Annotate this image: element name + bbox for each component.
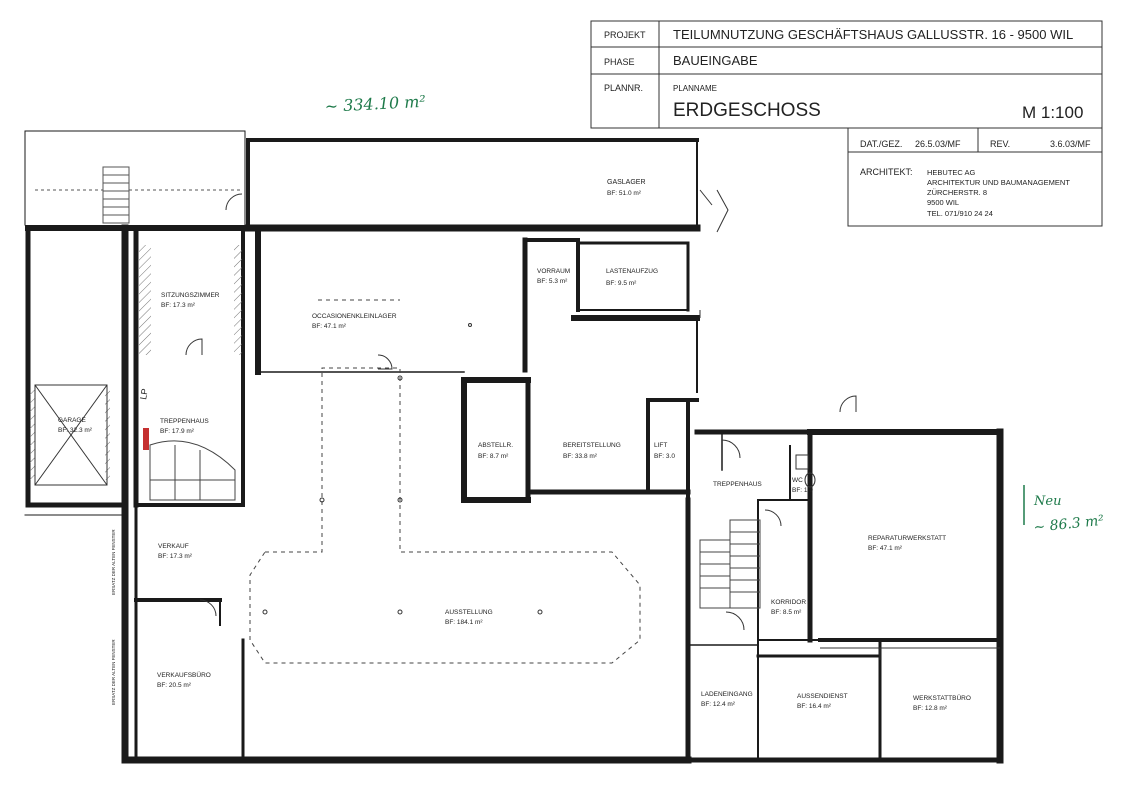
phase-label: PHASE (604, 57, 635, 67)
room-area-vorraum: BF: 5.3 m² (537, 278, 568, 285)
room-area-abstellr: BF: 8.7 m² (478, 453, 509, 460)
outdoor-stair (35, 166, 240, 224)
rev-value: 3.6.03/MF (1050, 139, 1091, 149)
room-name-garage: GARAGE (58, 417, 86, 424)
room-area-ausstellung: BF: 184.1 m² (445, 619, 483, 626)
room-labels: GASLAGER BF: 51.0 m² SITZUNGSZIMMER BF: … (58, 179, 971, 712)
neu-note: Neu (1033, 494, 1061, 509)
scale-value: M 1:100 (1022, 103, 1083, 122)
neu-area-note: ~ 86.3 m² (1033, 513, 1105, 536)
room-name-lift: LIFT (654, 442, 667, 449)
room-area-sitzungszimmer: BF: 17.3 m² (161, 302, 196, 309)
room-name-treppenhaus-left: TREPPENHAUS (160, 418, 209, 425)
architekt-line-4: TEL. 071/910 24 24 (927, 209, 993, 218)
room-area-reparaturwerkstatt: BF: 47.1 m² (868, 545, 903, 552)
room-name-occasionenkleinlager: OCCASIONENKLEINLAGER (312, 313, 397, 320)
doors (185, 189, 857, 631)
room-area-verkaufsbuero: BF: 20.5 m² (157, 682, 192, 689)
windows (699, 310, 1000, 660)
room-name-wc: WC (792, 477, 803, 484)
room-name-verkaufsbuero: VERKAUFSBÜRO (157, 671, 211, 679)
architekt-label: ARCHITEKT: (860, 167, 913, 177)
room-name-ladeneingang: LADENEINGANG (701, 691, 753, 698)
room-name-korridor: KORRIDOR (771, 599, 806, 606)
room-area-occasionenkleinlager: BF: 47.1 m² (312, 323, 347, 330)
lp-note: LP (138, 388, 150, 401)
room-name-aussendienst: AUSSENDIENST (797, 693, 848, 700)
columns (262, 323, 543, 615)
garage-outline (34, 384, 108, 486)
room-name-werkstattbuero: WERKSTATTBÜRO (913, 694, 971, 702)
projekt-value: TEILUMNUTZUNG GESCHÄFTSHAUS GALLUSSTR. 1… (673, 27, 1073, 42)
room-area-lastenaufzug: BF: 9.5 m² (606, 280, 637, 287)
phase-value: BAUEINGABE (673, 53, 758, 68)
room-name-vorraum: VORRAUM (537, 268, 570, 275)
rev-label: REV. (990, 139, 1010, 149)
architekt-line-2: ZÜRCHERSTR. 8 (927, 188, 987, 197)
wc-fixtures (795, 454, 816, 488)
architekt-line-1: ARCHITEKTUR UND BAUMANAGEMENT (927, 178, 1070, 187)
room-name-reparaturwerkstatt: REPARATURWERKSTATT (868, 535, 946, 542)
room-name-bereitstellung: BEREITSTELLUNG (563, 442, 621, 449)
window-note-upper: ERSATZ DER ALTEN FENSTER (111, 529, 116, 595)
room-area-werkstattbuero: BF: 12.8 m² (913, 705, 948, 712)
plannr-label: PLANNR. (604, 83, 643, 93)
room-area-ladeneingang: BF: 12.4 m² (701, 701, 736, 708)
room-area-treppenhaus-left: BF: 17.9 m² (160, 428, 195, 435)
dat-label: DAT./GEZ. (860, 139, 902, 149)
room-name-ausstellung: AUSSTELLUNG (445, 609, 493, 616)
room-area-bereitstellung: BF: 33.8 m² (563, 453, 598, 460)
window-note-lower: ERSATZ DER ALTEN FENSTER (111, 639, 116, 705)
room-area-korridor: BF: 8.5 m² (771, 609, 802, 616)
room-name-sitzungszimmer: SITZUNGSZIMMER (161, 292, 220, 299)
dat-value: 26.5.03/MF (915, 139, 961, 149)
stair-marker (143, 428, 149, 450)
room-area-garage: BF: 32.3 m² (58, 427, 93, 434)
planname-value: ERDGESCHOSS (673, 100, 821, 121)
spiral-stair (149, 440, 236, 501)
display-dashed-outline (249, 299, 641, 664)
room-name-verkauf: VERKAUF (158, 543, 189, 550)
projekt-label: PROJEKT (604, 30, 646, 40)
room-area-gaslager: BF: 51.0 m² (607, 190, 642, 197)
architekt-line-3: 9500 WIL (927, 198, 959, 207)
room-name-treppenhaus-right: TREPPENHAUS (713, 481, 762, 488)
room-area-aussendienst: BF: 16.4 m² (797, 703, 832, 710)
architekt-line-0: HEBUTEC AG (927, 168, 976, 177)
indoor-stair (699, 519, 761, 609)
room-area-verkauf: BF: 17.3 m² (158, 553, 193, 560)
room-area-wc: BF: 1.9 (792, 487, 813, 494)
planname-label: PLANNAME (673, 84, 717, 93)
room-area-lift: BF: 3.0 (654, 453, 675, 460)
room-name-lastenaufzug: LASTENAUFZUG (606, 268, 658, 275)
walls (24, 130, 1004, 764)
room-name-abstellr: ABSTELLR. (478, 442, 513, 449)
room-name-gaslager: GASLAGER (607, 179, 646, 186)
total-area-note: ~ 334.10 m² (324, 92, 426, 116)
title-block (590, 20, 1103, 227)
